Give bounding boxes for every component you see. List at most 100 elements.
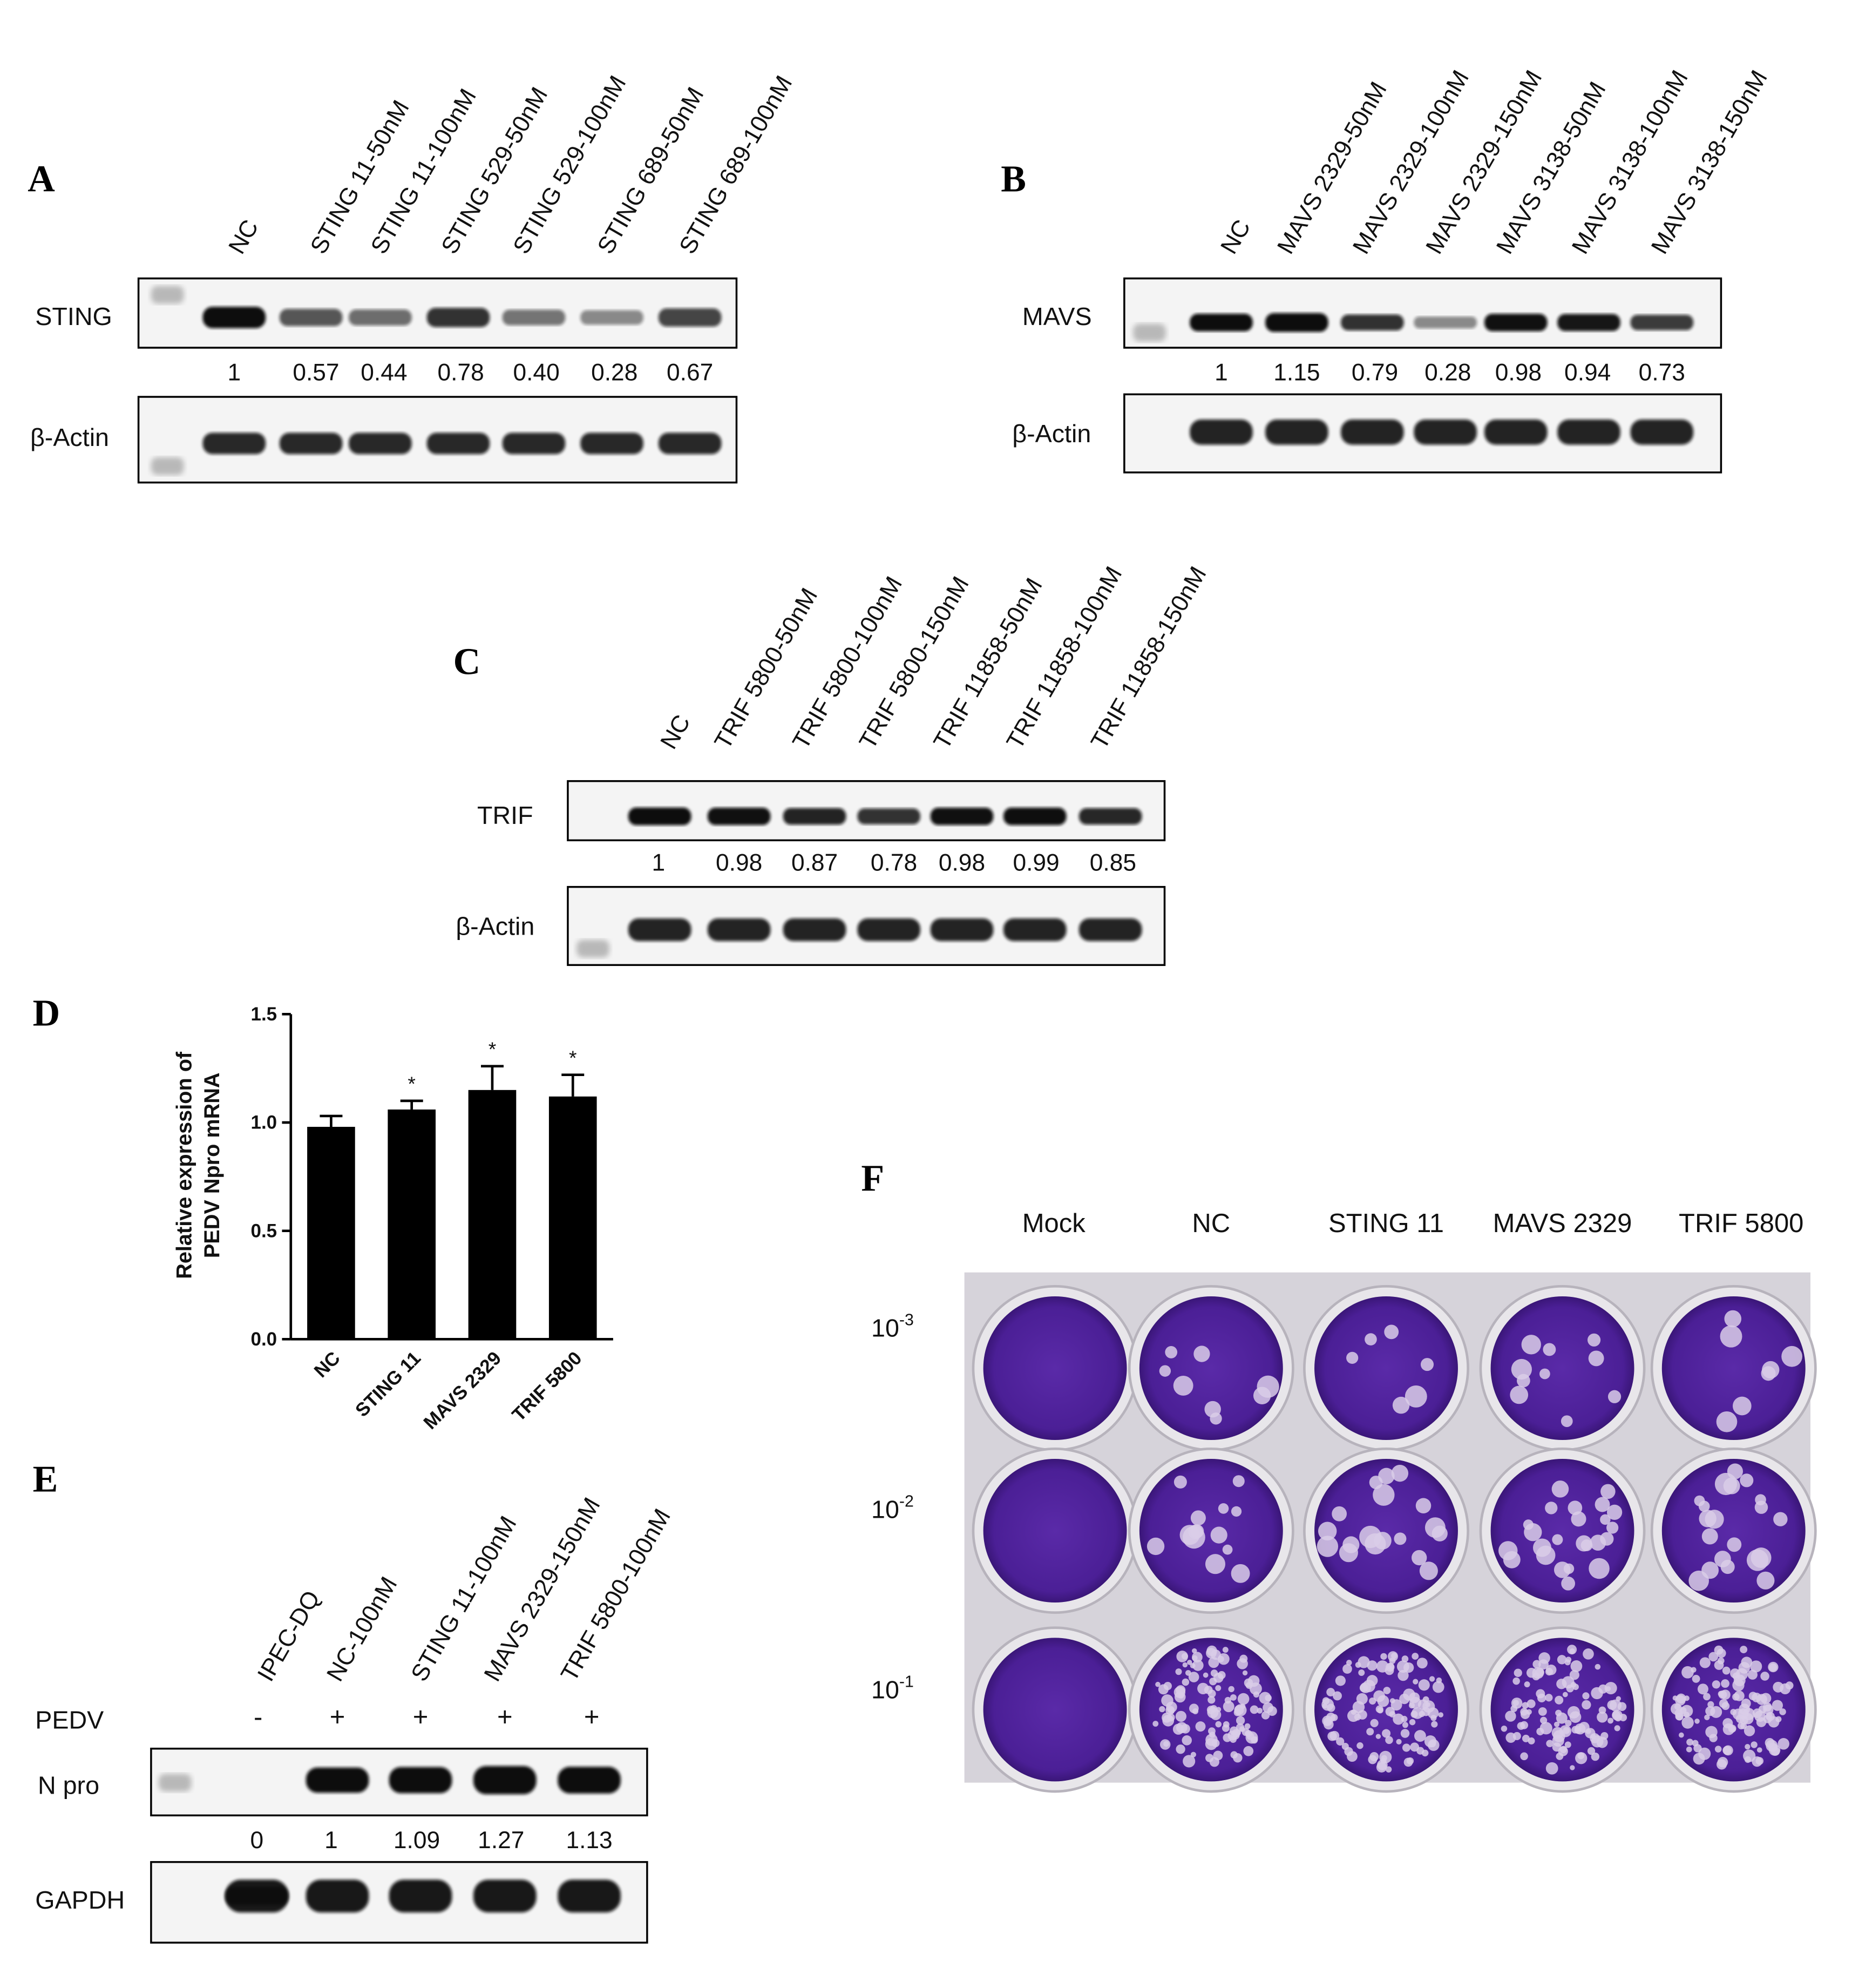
pedv-sign: + [413,1703,429,1732]
plaque [1538,1652,1550,1664]
plaque [1173,1475,1187,1489]
blot-band [389,1767,452,1794]
plaque [1159,1706,1165,1713]
plaque [1762,1361,1780,1379]
plaque [1375,1734,1381,1739]
plaque [1190,1510,1206,1526]
blot-band [473,1879,537,1912]
plaque [1692,1675,1700,1683]
ratio-value: 0.28 [1424,360,1471,386]
plaque [1688,1570,1709,1591]
ratio-value: 0.94 [1564,360,1611,386]
plaque [1514,1668,1522,1677]
plaque [1332,1506,1347,1522]
plaque [1402,1743,1411,1752]
blot-band [1414,316,1477,329]
plaque [1722,1745,1733,1756]
panel-c: C NC TRIF 5800-50nM TRIF 5800-100nM TRIF… [453,562,1212,966]
plaque [1752,1756,1762,1767]
dilution-label: 10-3 [871,1311,914,1342]
loading-label: β-Actin [30,423,109,451]
loading-label: β-Actin [1012,420,1091,448]
plaque [1265,1694,1272,1702]
plaque [1733,1674,1746,1687]
plaque [1744,1725,1755,1736]
plaque [1589,1558,1610,1579]
pedv-sign: + [497,1703,513,1732]
plaque [1222,1544,1233,1555]
plaque [1392,1396,1410,1414]
plaque [1723,1477,1740,1495]
blot-band [628,807,691,826]
marker-smudge [1133,323,1166,342]
ratio-value: 0.67 [667,360,713,386]
ratio-value: 0.78 [871,849,917,876]
well [1139,1459,1283,1602]
loading-label: β-Actin [456,912,534,940]
blot-bands [576,918,1142,958]
plaque [1670,1703,1683,1715]
plaque [1570,1765,1575,1770]
plaque [1183,1755,1196,1768]
ratio-value: 0.98 [939,849,985,876]
plaque [1503,1551,1521,1568]
marker-smudge [158,1774,192,1791]
plaque [1403,1662,1414,1673]
blot-band [558,1767,621,1794]
plaque [1512,1677,1520,1685]
plaque [1756,1747,1762,1753]
plaque [1208,1657,1219,1668]
ratio-value: 1.15 [1273,360,1320,386]
ratio-value: 0.44 [361,360,407,386]
plaque [1551,1480,1569,1498]
plaque [1223,1721,1230,1728]
ratio-value: 0.40 [513,360,559,386]
marker-smudge [151,457,184,475]
pedv-sign: + [330,1703,345,1732]
panel-b-lane-labels: NC MAVS 2329-50nM MAVS 2329-100nM MAVS 2… [1216,66,1773,259]
well [1490,1296,1634,1440]
plaque [1415,1498,1432,1514]
plaque [1193,1345,1210,1362]
plaque [1234,1704,1247,1716]
panel-f: F Mock NC STING 11 MAVS 2329 TRIF 5800 1… [861,1158,1817,1793]
plaque [1232,1475,1245,1487]
ratio-value: 1.13 [566,1827,612,1854]
ratio-value: 1 [228,360,241,386]
plaque [1741,1699,1751,1709]
ratio-value: 0 [250,1827,263,1854]
plaque [1754,1710,1766,1722]
plaque [1429,1676,1435,1682]
blot-band [1078,918,1142,941]
plaque [1182,1735,1192,1746]
plaque [1565,1720,1572,1727]
plaque [1403,1757,1413,1767]
plaque [1231,1506,1242,1517]
marker-smudge [576,939,609,958]
plaque [1577,1752,1585,1760]
lane-label: IPEC-DQ [253,1586,325,1686]
plaque [1505,1732,1516,1743]
plaque [1389,1698,1395,1703]
blot-band [1078,808,1142,825]
ratio-value: 0.73 [1639,360,1685,386]
ratio-row: 1 0.57 0.44 0.78 0.40 0.28 0.67 [228,360,714,386]
plaque [1356,1742,1363,1749]
plaque [1322,1697,1330,1705]
plaque [1724,1310,1742,1328]
plaque [1413,1679,1419,1685]
blot-band [279,309,343,326]
plaque [1405,1385,1427,1408]
ratio-value: 0.98 [716,849,762,876]
plaque [1720,1325,1742,1348]
plaque [1598,1706,1606,1714]
plaque [1532,1672,1540,1681]
plaque [1553,1721,1560,1727]
ratio-value: 1 [652,849,666,876]
plaque [1520,1708,1528,1716]
plaque [1721,1679,1729,1688]
ratio-value: 0.57 [293,360,339,386]
plaque [1684,1695,1690,1701]
plaque [1511,1358,1532,1380]
plaque [1205,1738,1218,1750]
